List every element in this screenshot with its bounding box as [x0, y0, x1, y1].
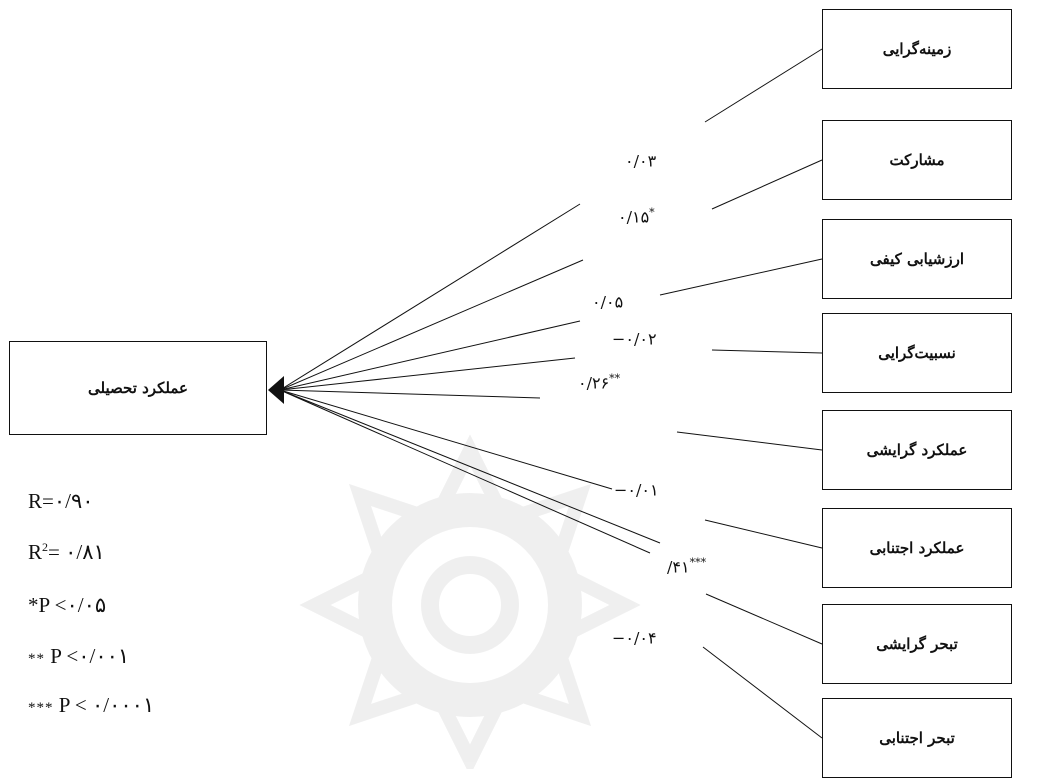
predictor-box-4: نسبیت‌گرایی: [822, 313, 1012, 393]
path-line-left-5: [279, 389, 541, 399]
coefficient-value: −۰/۰۱: [614, 480, 659, 500]
coefficient-value: ۰/۰۵: [592, 292, 624, 312]
predictor-label: عملکرد اجتنابی: [869, 539, 965, 557]
path-line-left-8: [279, 389, 661, 544]
predictor-box-5: عملکرد گرایشی: [822, 410, 1012, 490]
predictor-label: زمینه‌گرایی: [882, 40, 952, 58]
path-line-right-8: [702, 646, 823, 739]
path-line-right-7: [705, 593, 823, 645]
watermark-rosette: [299, 434, 641, 769]
predictor-label: عملکرد گرایشی: [866, 441, 968, 459]
path-line-left-2: [279, 259, 584, 391]
path-line-left-7: [279, 389, 651, 554]
path-line-right-4: [711, 349, 823, 354]
outcome-label: عملکرد تحصیلی: [88, 379, 188, 397]
coefficient-value: /۴۱: [667, 557, 690, 577]
coefficient-value: −۰/۰۲: [612, 329, 657, 349]
significance-stars: **: [609, 372, 621, 385]
coefficient-label-5: ۰/۲۶**: [578, 372, 620, 392]
coefficient-value: ۰/۱۵: [618, 207, 650, 227]
path-line-right-3: [659, 258, 823, 296]
stat-p2: ** P <۰/۰۰۱: [28, 644, 130, 668]
predictor-label: تبحر گرایشی: [876, 635, 958, 653]
path-lines: [279, 48, 823, 739]
path-line-right-1: [704, 48, 823, 123]
predictor-box-1: زمینه‌گرایی: [822, 9, 1012, 89]
path-line-right-5: [676, 431, 823, 451]
coefficient-label-8: −۰/۰۴: [612, 627, 657, 647]
coefficient-label-6: −۰/۰۱: [614, 479, 659, 499]
path-line-right-6: [704, 519, 823, 549]
outcome-box: عملکرد تحصیلی: [9, 341, 267, 435]
path-line-left-6: [279, 389, 613, 490]
path-line-right-2: [711, 159, 823, 210]
predictor-label: تبحر اجتنابی: [879, 729, 955, 747]
coefficient-value: ۰/۲۶: [578, 373, 610, 393]
predictor-label: نسبیت‌گرایی: [878, 344, 956, 362]
stat-p1: *P <۰/۰۵: [28, 593, 107, 617]
predictor-box-6: عملکرد اجتنابی: [822, 508, 1012, 588]
stat-p3: *** P < ۰/۰۰۰۱: [28, 693, 155, 717]
coefficient-label-7: /۴۱***: [667, 556, 706, 576]
predictor-box-2: مشارکت: [822, 120, 1012, 200]
coefficient-label-1: ۰/۰۳: [625, 150, 656, 170]
path-line-left-4: [279, 357, 576, 391]
arrowhead: [268, 376, 284, 404]
predictor-label: مشارکت: [889, 151, 945, 169]
predictor-box-7: تبحر گرایشی: [822, 604, 1012, 684]
coefficient-label-2: ۰/۱۵*: [618, 206, 655, 226]
coefficient-label-3: ۰/۰۵: [592, 291, 623, 311]
coefficient-value: ۰/۰۳: [625, 151, 657, 171]
predictor-box-8: تبحر اجتنابی: [822, 698, 1012, 778]
stat-r2: R2= ۰/۸۱: [28, 540, 105, 564]
predictor-box-3: ارزشیابی کیفی: [822, 219, 1012, 299]
path-line-left-3: [279, 320, 581, 391]
coefficient-label-4: −۰/۰۲: [612, 328, 657, 348]
significance-stars: ***: [689, 556, 707, 569]
stat-r: R=۰/۹۰: [28, 489, 94, 513]
coefficient-value: −۰/۰۴: [612, 628, 657, 648]
predictor-label: ارزشیابی کیفی: [870, 250, 964, 268]
path-line-left-1: [279, 203, 581, 391]
significance-stars: *: [649, 206, 655, 219]
